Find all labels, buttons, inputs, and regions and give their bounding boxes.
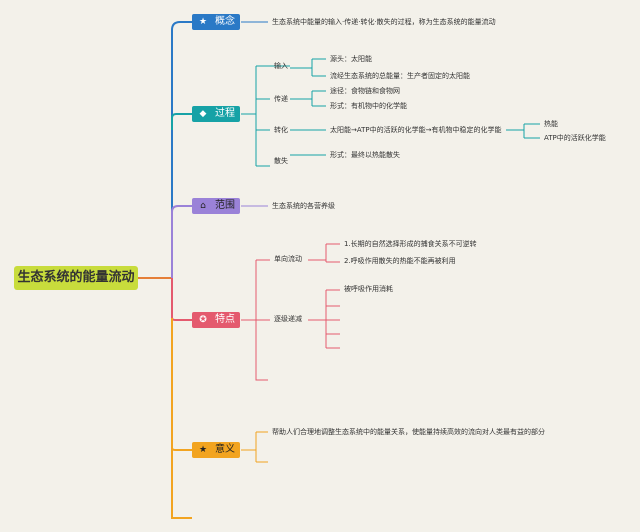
branch-process[interactable]: ◆ 过程	[192, 106, 240, 122]
scope-text: 生态系统的各营养级	[272, 202, 335, 210]
process-dissipate-label[interactable]: 散失	[274, 157, 288, 165]
branch-feature[interactable]: ✪ 特点	[192, 312, 240, 328]
branch-process-label: 过程	[215, 108, 235, 119]
branch-meaning-label: 意义	[215, 444, 235, 455]
diamond-icon: ◆	[199, 109, 207, 119]
trunk-tail	[171, 448, 192, 519]
trunk-feature	[171, 278, 192, 321]
process-convert-item: ATP中的活跃化学能	[544, 134, 606, 142]
feature-oneway-item: 1.长期的自然选择形成的捕食关系不可逆转	[344, 240, 477, 248]
process-input-item: 源头：太阳能	[330, 55, 372, 63]
process-convert-text: 太阳能→ATP中的活跃的化学能→有机物中稳定的化学能	[330, 126, 502, 134]
house-icon: ⌂	[200, 201, 206, 211]
trunk-process	[171, 113, 192, 130]
branch-scope[interactable]: ⌂ 范围	[192, 198, 240, 214]
branch-feature-label: 特点	[215, 314, 235, 325]
process-transfer-label[interactable]: 传递	[274, 95, 288, 103]
process-dissipate-item: 形式：最终以热能散失	[330, 151, 400, 159]
feature-oneway-item: 2.呼吸作用散失的热能不能再被利用	[344, 257, 456, 265]
process-input-label[interactable]: 输入	[274, 62, 288, 70]
process-convert-item: 热能	[544, 120, 558, 128]
process-transfer-item: 形式：有机物中的化学能	[330, 102, 407, 110]
concept-text: 生态系统中能量的输入·传递·转化·散失的过程，称为生态系统的能量流动	[272, 18, 496, 26]
feature-decrease-item: 被呼吸作用消耗	[344, 285, 393, 293]
meaning-text: 帮助人们合理地调整生态系统中的能量关系，使能量持续高效的流向对人类最有益的部分	[272, 428, 545, 436]
process-convert-label[interactable]: 转化	[274, 126, 288, 134]
feature-decrease-label[interactable]: 逐级递减	[274, 315, 302, 323]
star-icon: ★	[198, 17, 208, 27]
trunk-concept	[171, 21, 192, 278]
star-icon: ★	[198, 445, 208, 455]
trunk-meaning	[171, 318, 192, 451]
branch-concept-label: 概念	[215, 16, 235, 27]
medal-icon: ✪	[199, 315, 207, 325]
process-transfer-item: 途径：食物链和食物网	[330, 87, 400, 95]
branch-meaning[interactable]: ★ 意义	[192, 442, 240, 458]
branch-scope-label: 范围	[215, 200, 235, 211]
trunk-scope	[171, 205, 192, 278]
process-input-item: 流经生态系统的总能量：生产者固定的太阳能	[330, 72, 470, 80]
root-topic[interactable]: 生态系统的能量流动	[14, 266, 138, 290]
feature-oneway-label[interactable]: 单向流动	[274, 255, 302, 263]
branch-concept[interactable]: ★ 概念	[192, 14, 240, 30]
